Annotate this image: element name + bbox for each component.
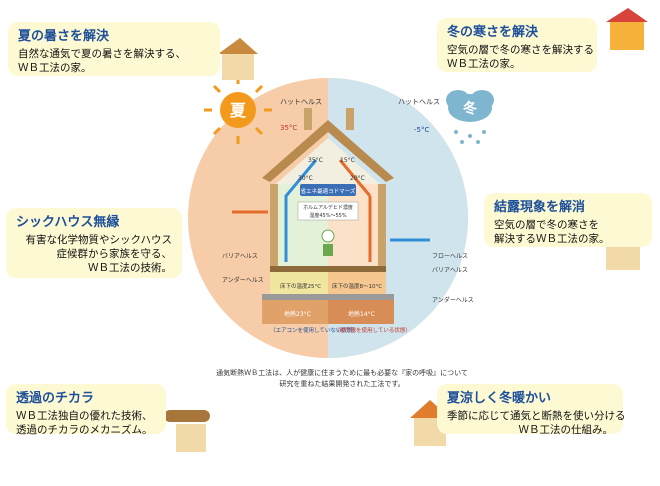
- center-plaque: [300, 184, 356, 196]
- ground-summer: [262, 300, 328, 324]
- floor: [270, 266, 386, 272]
- card-permeation: 透過のチカラ ＷＢ工法独自の優れた技術、 透過のチカラのメカニズム。: [6, 384, 166, 436]
- hat-heels-right: ハットヘルス: [398, 98, 440, 106]
- card-line: ＷＢ工法の家。: [18, 62, 92, 74]
- card-summer: 夏の暑さを解決 自然な通気で夏の暑さを解決する、 ＷＢ工法の家。: [8, 22, 220, 76]
- card-line: ＷＢ工法の技術。: [88, 262, 172, 274]
- mascot-house-icon: [606, 8, 648, 50]
- card-line: 空気の層で冬の寒さを解決する: [447, 44, 594, 56]
- card-line: ＷＢ工法独自の優れた技術、: [16, 410, 153, 422]
- caption-line: 研究を重ねた結果開発された工法です。: [279, 380, 405, 388]
- card-line: ＷＢ工法の仕組み。: [518, 424, 614, 436]
- temp-attic-summer: 35°C: [308, 157, 323, 164]
- temp-room-summer: 30°C: [298, 175, 313, 182]
- mascot-house-icon: [218, 38, 258, 80]
- card-title: 冬の寒さを解決: [447, 25, 539, 40]
- snow-cloud-icon: 冬: [446, 90, 494, 144]
- card-line: 透過のチカラのメカニズム。: [16, 424, 153, 436]
- formaldehyde-label: ホルムアルデヒド濃度: [303, 204, 353, 211]
- wall-left: [270, 184, 278, 294]
- card-title: シックハウス無縁: [16, 215, 120, 230]
- center-label: 省エネ最適ヨドマーズ: [301, 187, 356, 195]
- flow-heels: フローヘルス: [432, 253, 468, 260]
- hat-heels-left: ハットヘルス: [280, 98, 322, 106]
- barrier-heels-left: バリアヘルス: [222, 253, 258, 260]
- vent-right: [346, 108, 354, 130]
- card-title: 透過のチカラ: [16, 391, 95, 406]
- air-quality-panel: [297, 201, 359, 221]
- ground-winter-label: 地熱14°C: [348, 310, 375, 318]
- under-heels-right: アンダーヘルス: [432, 296, 474, 304]
- card-line: 症候群から家族を守る、: [56, 248, 173, 260]
- card-title: 夏の暑さを解決: [18, 29, 110, 44]
- attic-space: [276, 138, 380, 184]
- temp-outside-winter: -5°C: [414, 126, 429, 134]
- temp-room-winter: 20°C: [350, 175, 365, 182]
- wall-right: [378, 184, 386, 294]
- ground-summer-label: 地熱23°C: [284, 310, 311, 318]
- summer-glyph: 夏: [229, 101, 247, 120]
- under-heels-left: アンダーヘルス: [222, 276, 264, 284]
- vent-left: [304, 108, 312, 130]
- ac-off-label: （エアコンを使用していない状態）: [270, 326, 358, 334]
- temp-underfloor-winter: 床下の温度8〜10°C: [332, 282, 382, 290]
- humidity-label: 湿度45%〜55%: [309, 212, 346, 219]
- card-title: 結露現象を解消: [494, 200, 586, 215]
- roof: [262, 120, 394, 182]
- foundation: [262, 294, 394, 300]
- mascot-house-icon: [164, 410, 210, 452]
- ground-winter: [328, 300, 394, 324]
- plant-icon: [321, 229, 335, 256]
- underfloor-summer: [270, 272, 328, 294]
- card-cool-warm: 夏涼しく冬暖かい 季節に応じて通気と断熱を使い分ける ＷＢ工法の仕組み。: [437, 384, 626, 436]
- card-line: 季節に応じて通気と断熱を使い分ける: [447, 410, 626, 422]
- temp-attic-winter: 15°C: [340, 157, 355, 164]
- card-line: 有害な化学物質やシックハウス: [25, 234, 172, 246]
- sun-icon: 夏: [204, 76, 272, 144]
- temp-outside-summer: 35°C: [280, 124, 297, 132]
- ac-on-label: （暖房器を使用している状態）: [334, 326, 411, 334]
- diagram-caption: 通気断熱ＷＢ工法は、人が健康に住まうために最も必要な『家の呼吸』について 研究を…: [196, 368, 488, 390]
- card-condensation: 結露現象を解消 空気の層で冬の寒さを 解決するＷＢ工法の家。: [484, 193, 652, 247]
- barrier-heels-right: バリアヘルス: [432, 267, 468, 274]
- temp-underfloor-summer: 床下の温度25°C: [280, 282, 321, 290]
- card-line: ＷＢ工法の家。: [447, 58, 521, 70]
- card-line: 自然な通気で夏の暑さを解決する、: [18, 48, 186, 60]
- caption-line: 通気断熱ＷＢ工法は、人が健康に住まうために最も必要な『家の呼吸』について: [216, 369, 468, 377]
- airflow-arrows: [232, 159, 430, 262]
- card-line: 解決するＷＢ工法の家。: [494, 233, 610, 245]
- card-line: 空気の層で冬の寒さを: [494, 219, 599, 231]
- card-winter: 冬の寒さを解決 空気の層で冬の寒さを解決する ＷＢ工法の家。: [437, 18, 597, 72]
- underfloor-winter: [328, 272, 386, 294]
- winter-glyph: 冬: [463, 100, 477, 117]
- card-sick-house: シックハウス無縁 有害な化学物質やシックハウス 症候群から家族を守る、 ＷＢ工法…: [6, 208, 182, 278]
- card-title: 夏涼しく冬暖かい: [447, 391, 552, 406]
